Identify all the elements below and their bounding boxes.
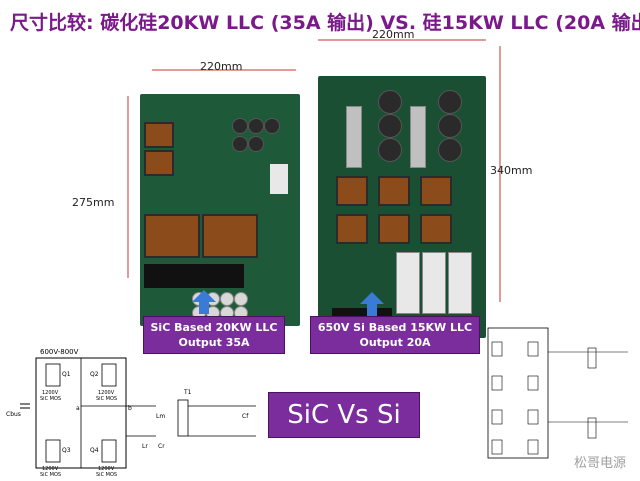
capacitor [234, 292, 248, 306]
transformer [144, 214, 200, 258]
module [144, 264, 244, 288]
q2-mos2: SiC MOS [96, 396, 117, 402]
up-arrow-icon [192, 290, 216, 314]
transformer [378, 214, 410, 244]
page-title: 尺寸比较: 碳化硅20KW LLC (35A 输出) VS. 硅15KW LLC… [10, 12, 640, 34]
capacitor [232, 118, 248, 134]
node-a: a [76, 405, 80, 412]
capacitor [438, 90, 462, 114]
capacitor [378, 114, 402, 138]
q2-mos: 1200V [98, 390, 115, 396]
sic-label-line1: SiC Based 20KW LLC [150, 321, 278, 334]
q1-switch [45, 363, 61, 387]
photo-area [0, 36, 640, 338]
cr-label: Cr [158, 443, 165, 450]
arrow-right [360, 292, 384, 316]
switch [491, 409, 503, 425]
capacitor [248, 118, 264, 134]
q4-mos: 1200V [98, 466, 115, 472]
cbus-label: Cbus [6, 411, 21, 418]
switch [491, 439, 503, 455]
q4-switch [101, 439, 117, 463]
transformer [336, 176, 368, 206]
capacitor [378, 138, 402, 162]
q2-switch [101, 363, 117, 387]
si-label: 650V Si Based 15KW LLC Output 20A [310, 316, 480, 354]
node-b: b [128, 405, 132, 412]
q4-mos2: SiC MOS [96, 472, 117, 478]
transformer [202, 214, 258, 258]
dim-left-height: 275mm [72, 196, 115, 209]
si-label-line1: 650V Si Based 15KW LLC [317, 321, 473, 334]
transformer [144, 150, 174, 176]
transformer [420, 176, 452, 206]
sic-vs-si-banner: SiC Vs Si [268, 392, 420, 438]
transformer [420, 214, 452, 244]
q3-mos2: SiC MOS [40, 472, 61, 478]
switch [527, 409, 539, 425]
lm-label: Lm [156, 413, 165, 420]
heatsink [410, 106, 426, 168]
transformer [336, 214, 368, 244]
transformer-core [177, 399, 189, 437]
dim-left-width: 220mm [200, 60, 243, 73]
supply-label: 600V-800V [40, 348, 79, 356]
transformer-core [587, 417, 597, 439]
capacitor [438, 138, 462, 162]
switch [491, 341, 503, 357]
sic-label-line2: Output 35A [178, 336, 250, 349]
dim-right-width: 220mm [372, 28, 415, 41]
q3-switch [45, 439, 61, 463]
q3-mos: 1200V [42, 466, 59, 472]
switch [527, 341, 539, 357]
llc-schematic: 600V-800V Cbus Q1 Q2 Q3 Q4 1200V SiC MOS… [6, 348, 256, 478]
q2-label: Q2 [90, 371, 99, 378]
heatsink [396, 252, 420, 314]
capacitor [220, 292, 234, 306]
switch [527, 375, 539, 391]
cf-label: Cf [242, 413, 249, 420]
switch [491, 375, 503, 391]
q1-mos: 1200V [42, 390, 59, 396]
capacitor [248, 136, 264, 152]
q1-mos2: SiC MOS [40, 396, 61, 402]
arrow-left [192, 290, 216, 314]
switch [527, 439, 539, 455]
t1-label: T1 [183, 389, 192, 396]
lr-label: Lr [142, 443, 148, 450]
capacitor [232, 136, 248, 152]
sic-label: SiC Based 20KW LLC Output 35A [143, 316, 285, 354]
transformer [144, 122, 174, 148]
heatsink [346, 106, 362, 168]
si-label-line2: Output 20A [359, 336, 431, 349]
transformer [378, 176, 410, 206]
watermark: 松哥电源 [573, 456, 626, 471]
capacitor [378, 90, 402, 114]
sic-board [140, 94, 300, 326]
up-arrow-icon [360, 292, 384, 316]
dimension-lines [127, 39, 501, 302]
q4-label: Q4 [90, 447, 99, 454]
connector [270, 164, 288, 194]
capacitor [438, 114, 462, 138]
q1-label: Q1 [62, 371, 71, 378]
si-schematic [487, 327, 628, 459]
heatsink [422, 252, 446, 314]
q3-label: Q3 [62, 447, 71, 454]
heatsink [448, 252, 472, 314]
dim-right-height: 340mm [490, 164, 533, 177]
schematic-frame [487, 327, 549, 459]
capacitor [264, 118, 280, 134]
transformer-core [587, 347, 597, 369]
